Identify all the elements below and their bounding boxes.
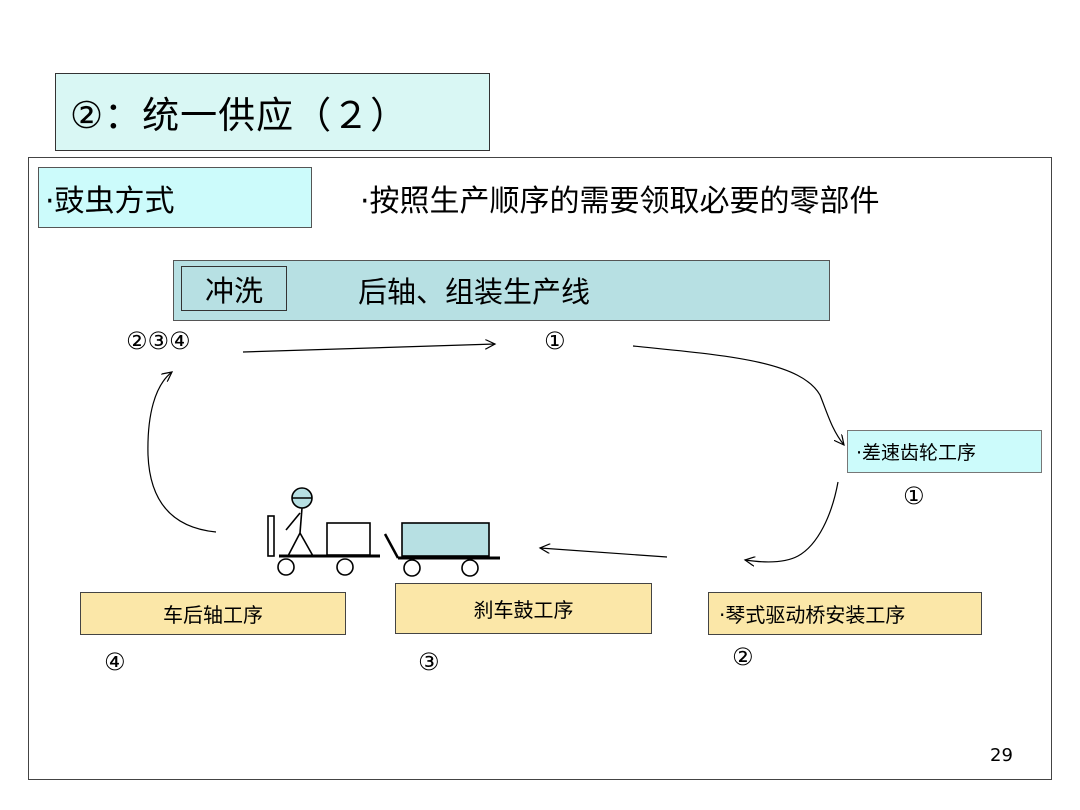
differential-gear-process-label: ·差速齿轮工序 [856, 442, 977, 464]
method-label: ·豉虫方式 [45, 183, 175, 219]
assembly-line-label: 后轴、组装生产线 [358, 275, 591, 309]
content-frame [28, 157, 1052, 780]
page-number: 29 [990, 745, 1013, 766]
piano-axle-number: ② [732, 643, 754, 671]
differential-gear-number: ① [903, 482, 925, 510]
rule-text: ·按照生产顺序的需要领取必要的零部件 [360, 184, 880, 219]
differential-gear-process-box: ·差速齿轮工序 [847, 430, 1042, 473]
rear-axle-process-label: 车后轴工序 [163, 603, 263, 627]
wash-label-box: 冲洗 [181, 266, 287, 311]
brake-drum-process-label: 刹车鼓工序 [473, 598, 574, 622]
rear-axle-process-box: 车后轴工序 [80, 592, 346, 635]
wash-label: 冲洗 [204, 273, 263, 308]
line-number-left: ②③④ [126, 327, 191, 355]
brake-drum-process-box: 刹车鼓工序 [395, 583, 652, 634]
slide-title: ②：统一供应（２） [55, 73, 490, 151]
piano-axle-process-label: ·琴式驱动桥安装工序 [719, 603, 906, 627]
piano-axle-process-box: ·琴式驱动桥安装工序 [708, 592, 982, 635]
brake-drum-number: ③ [418, 648, 440, 676]
arrow-line-to-one [242, 344, 495, 353]
rear-axle-number: ④ [104, 648, 126, 676]
worker-cart-icon [267, 487, 500, 577]
arrow-to-piano-axle [745, 481, 839, 562]
arrow-to-differential [632, 345, 844, 445]
arrow-return-up [147, 372, 217, 533]
line-number-right: ① [544, 327, 566, 355]
arrow-to-brake-drum [540, 548, 668, 558]
slide-title-text: ②：统一供应（２） [70, 94, 409, 137]
method-label-box: ·豉虫方式 [38, 167, 312, 228]
